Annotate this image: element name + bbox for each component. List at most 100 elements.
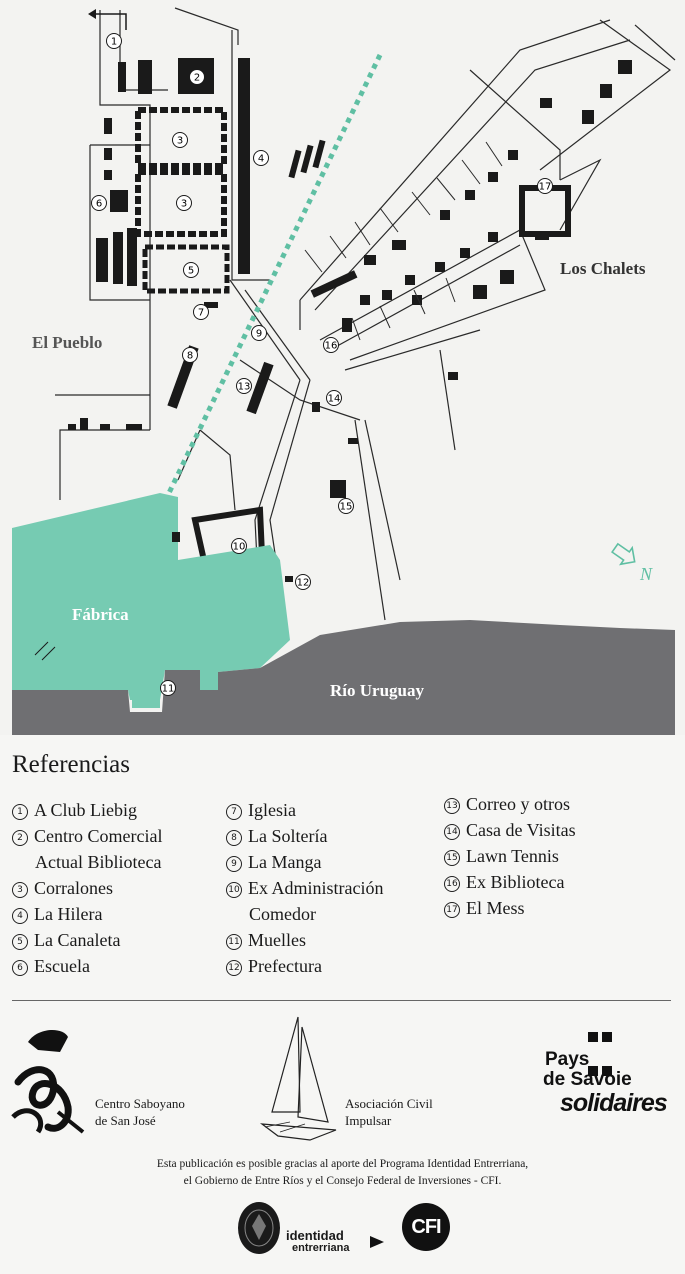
reference-text-continued: Comedor [249,904,316,924]
reference-number: 8 [226,830,242,846]
reference-number: 4 [12,908,28,924]
map-marker-circle [193,304,209,320]
credits-line-1: Esta publicación es posible gracias al a… [156,1158,529,1170]
impulsar-name: Asociación Civil Impulsar [345,1095,433,1129]
map-marker-circle [231,538,247,554]
reference-item-14: 14 Casa de Visitas [444,817,576,843]
reference-text: Escuela [34,956,90,976]
reference-text: La Soltería [248,826,328,846]
label-el-pueblo: El Pueblo [32,333,102,352]
map-marker-circle [326,390,342,406]
map-marker-circle [183,262,199,278]
credits-line-2: el Gobierno de Entre Ríos y el Consejo F… [183,1175,502,1187]
map-marker-circle [537,178,553,194]
map-marker-circle [251,325,267,341]
reference-text: Prefectura [248,956,322,976]
map-marker-1: 1 [111,37,117,48]
map-marker-circle [323,337,339,353]
reference-text: Muelles [248,930,306,950]
section-divider [12,1000,671,1001]
reference-text: La Manga [248,852,322,872]
reference-text: Correo y otros [466,794,570,814]
entrerriana-word: entrerriana [292,1242,350,1254]
reference-text: Ex Biblioteca [466,872,565,892]
map-marker-11: 11 [162,684,175,695]
map-marker-circle [253,150,269,166]
north-label: N [639,564,653,584]
buildings [68,58,632,582]
reference-number: 1 [12,804,28,820]
map-marker-3: 3 [181,199,187,210]
impulsar-line-2: Impulsar [345,1113,392,1128]
reference-text: Casa de Visitas [466,820,576,840]
saboyano-line-2: de San José [95,1113,156,1128]
reference-item-8: 8 La Soltería [226,823,383,849]
reference-item-3: 3 Corralones [12,875,162,901]
identidad-arrow-icon [370,1236,384,1248]
saboyano-line-1: Centro Saboyano [95,1096,185,1111]
entre-rios-seal-icon [238,1202,280,1254]
centro-saboyano-logo [11,1030,85,1134]
reference-number: 10 [226,882,242,898]
village-map: N El Pueblo Los Chalets Fábrica Río Urug… [12,7,676,735]
map-marker-circle [189,69,205,85]
label-fabrica: Fábrica [72,605,129,624]
factory-mark [41,646,56,661]
map-marker-15: 15 [340,502,353,513]
reference-number: 13 [444,798,460,814]
reference-number: 5 [12,934,28,950]
reference-text-continued: Actual Biblioteca [35,852,162,872]
map-marker-12: 12 [297,578,310,589]
reference-number: 17 [444,902,460,918]
reference-number: 14 [444,824,460,840]
map-marker-10: 10 [233,542,246,553]
map-marker-17: 17 [539,182,552,193]
pays-label: Pays [545,1049,590,1070]
map-marker-6: 6 [96,199,102,210]
reference-text: El Mess [466,898,525,918]
map-marker-circle [176,195,192,211]
map-marker-2: 2 [194,73,200,84]
reference-text: Centro Comercial [34,826,163,846]
map-marker-7: 7 [198,308,204,319]
map-marker-13: 13 [238,382,251,393]
sponsors-section: Centro Saboyano de San José Asociación C… [0,1010,685,1274]
impulsar-line-1: Asociación Civil [345,1096,433,1111]
cfi-logo: CFI [402,1203,450,1251]
solidaires-label: solidaires [560,1089,668,1117]
reference-number: 9 [226,856,242,872]
map-marker-5: 5 [188,266,194,277]
reference-text: Corralones [34,878,113,898]
reference-item-13: 13 Correo y otros [444,791,576,817]
references-title: Referencias [12,751,130,778]
reference-item-15: 15 Lawn Tennis [444,843,576,869]
reference-number: 6 [12,960,28,976]
reference-text: Iglesia [248,800,296,820]
identidad-word: identidad [286,1228,344,1243]
label-los-chalets: Los Chalets [560,259,646,278]
reference-text: Lawn Tennis [466,846,559,866]
map-marker-circle [160,680,176,696]
map-marker-circle [295,574,311,590]
map-marker-circle [338,498,354,514]
map-marker-circle [91,195,107,211]
reference-number: 15 [444,850,460,866]
reference-item-6: 6 Escuela [12,953,162,979]
arrow-head-icon [88,9,96,19]
reference-item-17: 17 El Mess [444,895,576,921]
reference-number: 3 [12,882,28,898]
arrow-icon [96,13,127,30]
reference-item-9: 9 La Manga [226,849,383,875]
north-arrow-icon [611,542,636,566]
reference-number: 11 [226,934,242,950]
